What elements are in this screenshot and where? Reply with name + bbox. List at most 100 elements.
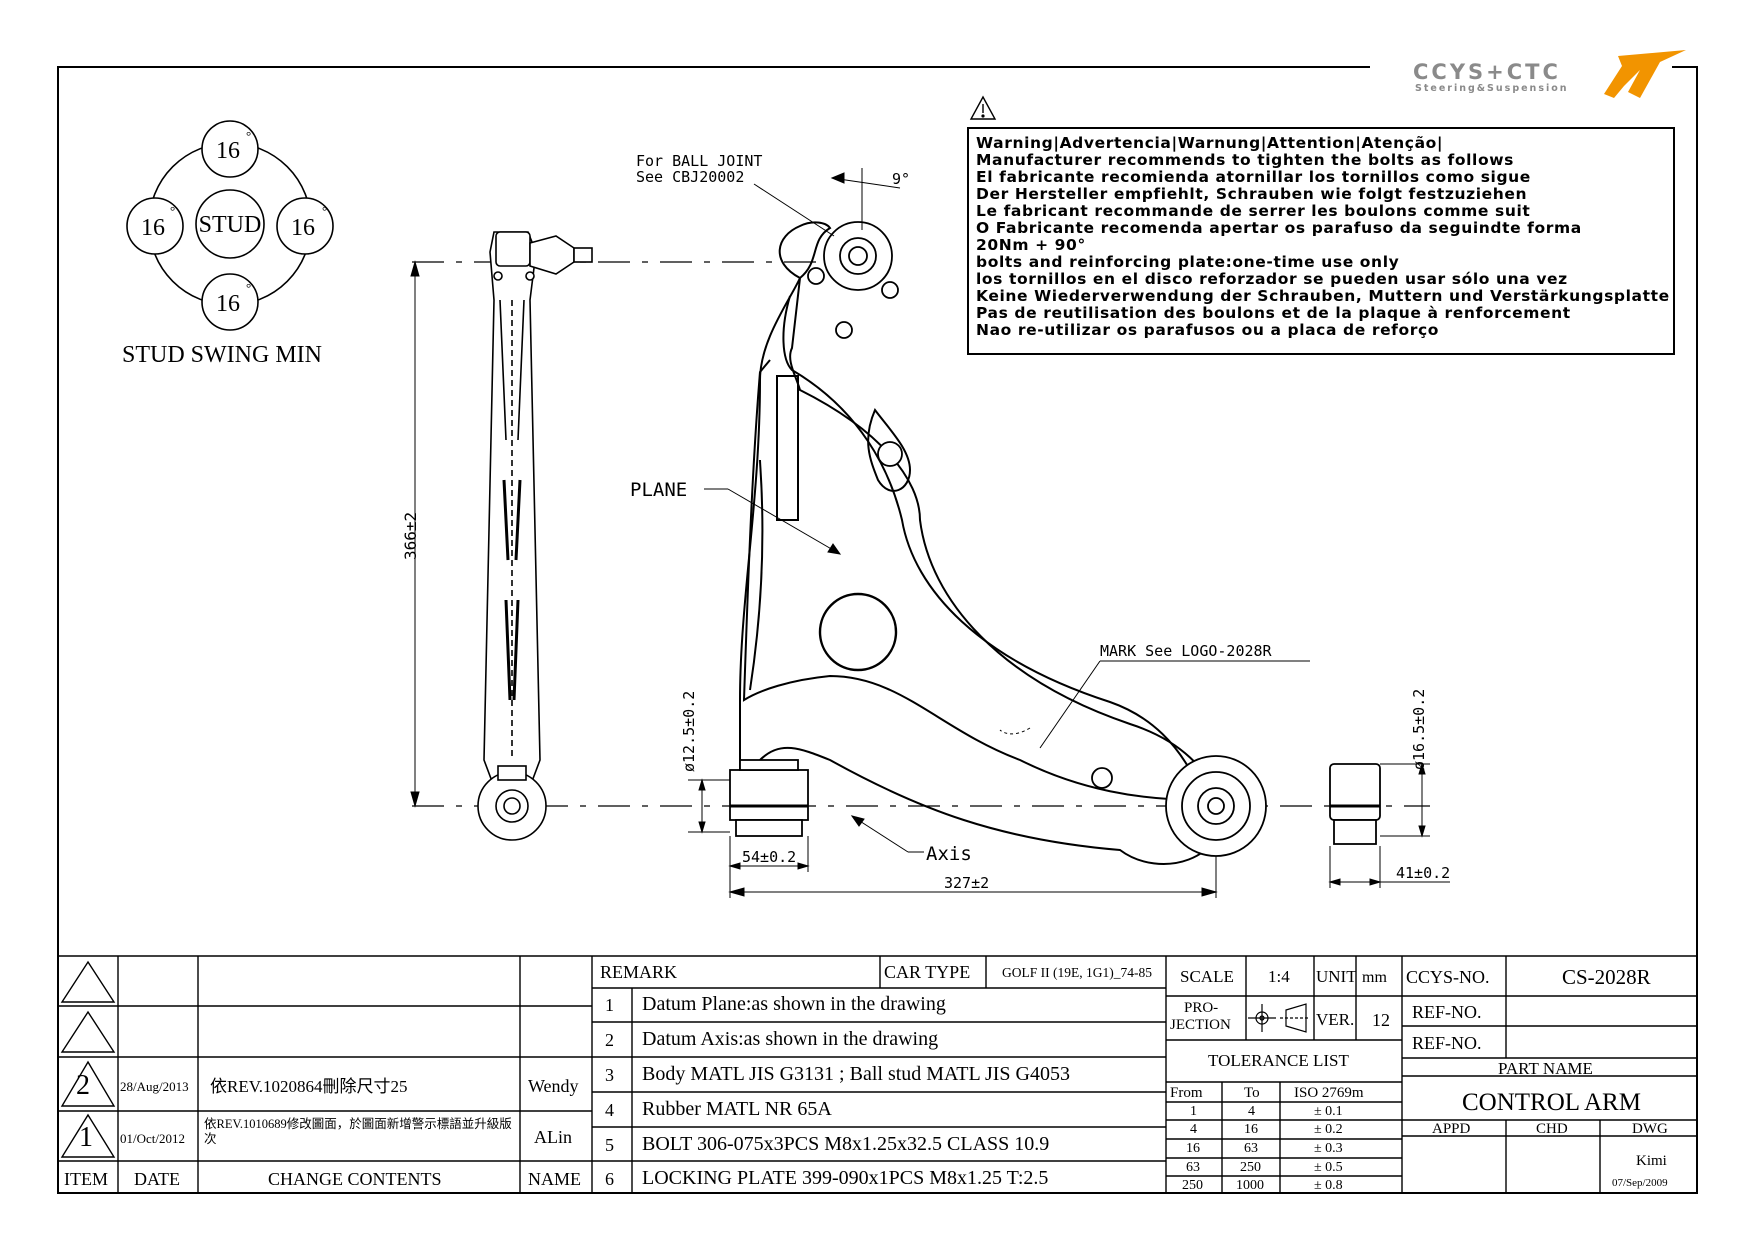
- dim-length: 327±2: [944, 874, 989, 892]
- appd-label: APPD: [1432, 1121, 1471, 1137]
- warning-triangle-icon: [969, 95, 997, 120]
- rev-2-date: 28/Aug/2013: [120, 1079, 189, 1094]
- dimension-height: [410, 260, 420, 808]
- warning-text-block: Warning|Advertencia|Warnung|Attention|At…: [968, 132, 1674, 354]
- warning-line-7: bolts and reinforcing plate:one-time use…: [976, 253, 1400, 271]
- rev-1-contents: 依REV.1010689修改圖面，於圖面新增警示標語並升級版次: [204, 1117, 512, 1146]
- dim-height-label: 366±2: [401, 512, 420, 560]
- mark-note: MARK See LOGO-2028R: [1100, 642, 1273, 660]
- remark-text-1: Datum Plane:as shown in the drawing: [642, 993, 946, 1015]
- side-view-arm: [477, 231, 593, 841]
- unit-label: UNIT: [1316, 967, 1357, 986]
- rev-triangle-empty-2: [60, 1010, 116, 1053]
- rev-1-date: 01/Oct/2012: [120, 1131, 185, 1146]
- warning-line-10: Pas de reutilisation des boulons et de l…: [976, 304, 1571, 322]
- small-hole: [1091, 767, 1113, 789]
- tol-header-from: From: [1170, 1085, 1203, 1101]
- dim-front-bush-dia: ø12.5±0.2: [680, 691, 698, 772]
- stud-circle-center: [195, 189, 265, 259]
- logo-brand-text: CCYS+CTC: [1413, 60, 1561, 84]
- warning-line-3: Der Hersteller empfiehlt, Schrauben wie …: [976, 185, 1528, 203]
- tol-val-1: ± 0.1: [1314, 1104, 1343, 1119]
- warning-line-5: O Fabricante recomenda apertar os parafu…: [976, 219, 1582, 237]
- ref-no-label-1: REF-NO.: [1412, 1002, 1482, 1022]
- remark-no-5: 5: [605, 1135, 614, 1155]
- stud-degree-right: °: [322, 203, 327, 218]
- brand-logo: CCYS+CTC Steering&Suspension: [1413, 50, 1686, 98]
- mark-callout: [999, 660, 1310, 749]
- tol-to-1: 4: [1248, 1104, 1255, 1119]
- header-date: DATE: [134, 1169, 180, 1189]
- remark-no-3: 3: [605, 1065, 614, 1085]
- ccys-no-label: CCYS-NO.: [1406, 967, 1490, 987]
- rev-triangle-1: [60, 1113, 116, 1158]
- control-arm-features: [807, 221, 1267, 857]
- tol-header-iso: ISO 2769m: [1294, 1085, 1364, 1101]
- scale-label: SCALE: [1180, 967, 1234, 986]
- tol-to-2: 16: [1244, 1122, 1258, 1137]
- tol-to-3: 63: [1244, 1141, 1258, 1156]
- dwg-date: 07/Sep/2009: [1612, 1177, 1668, 1189]
- header-item: ITEM: [64, 1169, 108, 1189]
- rear-bushing-side: [1329, 763, 1381, 845]
- dim-rear-bush-len: 41±0.2: [1396, 864, 1450, 882]
- rev-1-name: ALin: [534, 1127, 572, 1147]
- warning-line-2: El fabricante recomienda atornillar los …: [976, 168, 1531, 186]
- warning-line-11: Nao re-utilizar os parafusos ou a placa …: [976, 321, 1440, 339]
- tol-from-3: 16: [1186, 1141, 1200, 1156]
- remark-text-3: Body MATL JIS G3131 ; Ball stud MATL JIS…: [642, 1063, 1070, 1085]
- warning-line-1: Manufacturer recommends to tighten the b…: [976, 151, 1514, 169]
- car-type-value: GOLF II (19E, 1G1)_74-85: [1002, 965, 1152, 980]
- stud-circle-top: [201, 120, 259, 178]
- sheet-border: [57, 66, 1698, 1194]
- ball-joint-note-2: See CBJ20002: [636, 168, 744, 186]
- dwg-name: Kimi: [1636, 1153, 1667, 1169]
- projection-label-2: JECTION: [1170, 1017, 1231, 1033]
- dimension-rear-bush: [1328, 762, 1450, 888]
- part-name-label: PART NAME: [1498, 1059, 1593, 1078]
- stud-circle-bottom: [201, 273, 259, 331]
- warning-line-6: 20Nm + 90°: [976, 236, 1086, 254]
- chd-label: CHD: [1536, 1121, 1568, 1137]
- tol-to-4: 250: [1240, 1160, 1261, 1175]
- tol-from-2: 4: [1190, 1122, 1197, 1137]
- axis-callout: [850, 815, 924, 853]
- ref-no-label-2: REF-NO.: [1412, 1033, 1482, 1053]
- tol-from-4: 63: [1186, 1160, 1200, 1175]
- dimension-front-bush: [688, 778, 1218, 898]
- stud-angle-top: 16: [216, 138, 240, 164]
- warning-line-9: Keine Wiederverwendung der Schrauben, Mu…: [976, 287, 1670, 305]
- part-name-value: CONTROL ARM: [1462, 1089, 1641, 1116]
- car-type-label: CAR TYPE: [884, 962, 971, 982]
- tol-val-2: ± 0.2: [1314, 1122, 1343, 1137]
- remark-no-1: 1: [605, 995, 614, 1015]
- warning-line-0: Warning|Advertencia|Warnung|Attention|At…: [976, 134, 1444, 152]
- tol-from-1: 1: [1190, 1104, 1197, 1119]
- scale-value: 1:4: [1268, 967, 1290, 986]
- dim-front-bush-len: 54±0.2: [742, 848, 796, 866]
- stud-circle-left: [126, 197, 184, 255]
- header-change-contents: CHANGE CONTENTS: [268, 1169, 442, 1189]
- bolt-hole-right: [881, 281, 899, 299]
- tol-val-4: ± 0.5: [1314, 1160, 1343, 1175]
- dim-rear-bush-dia: ø16.5±0.2: [1410, 689, 1428, 770]
- tol-to-5: 1000: [1236, 1178, 1264, 1193]
- title-block-grid: [58, 955, 1697, 1193]
- remark-text-5: BOLT 306-075x3PCS M8x1.25x32.5 CLASS 10.…: [642, 1133, 1050, 1155]
- bolt-hole-left: [807, 267, 825, 285]
- angle-label: 9°: [892, 170, 910, 188]
- axis-label: Axis: [926, 843, 972, 865]
- revision-triangles: [60, 960, 116, 1158]
- remark-text-2: Datum Axis:as shown in the drawing: [642, 1028, 939, 1050]
- ball-joint-callout: [753, 168, 901, 237]
- ccys-no-value: CS-2028R: [1562, 965, 1651, 989]
- stud-angle-right: 16: [291, 215, 315, 241]
- tol-header-to: To: [1244, 1085, 1260, 1101]
- tolerance-title: TOLERANCE LIST: [1208, 1051, 1349, 1070]
- remark-text-4: Rubber MATL NR 65A: [642, 1098, 832, 1120]
- rev-2-item: 2: [76, 1070, 90, 1101]
- warning-box: [967, 127, 1675, 355]
- ver-value: 12: [1372, 1010, 1390, 1030]
- projection-label-1: PRO-: [1184, 1000, 1219, 1016]
- stud-swing-diagram: [126, 120, 334, 331]
